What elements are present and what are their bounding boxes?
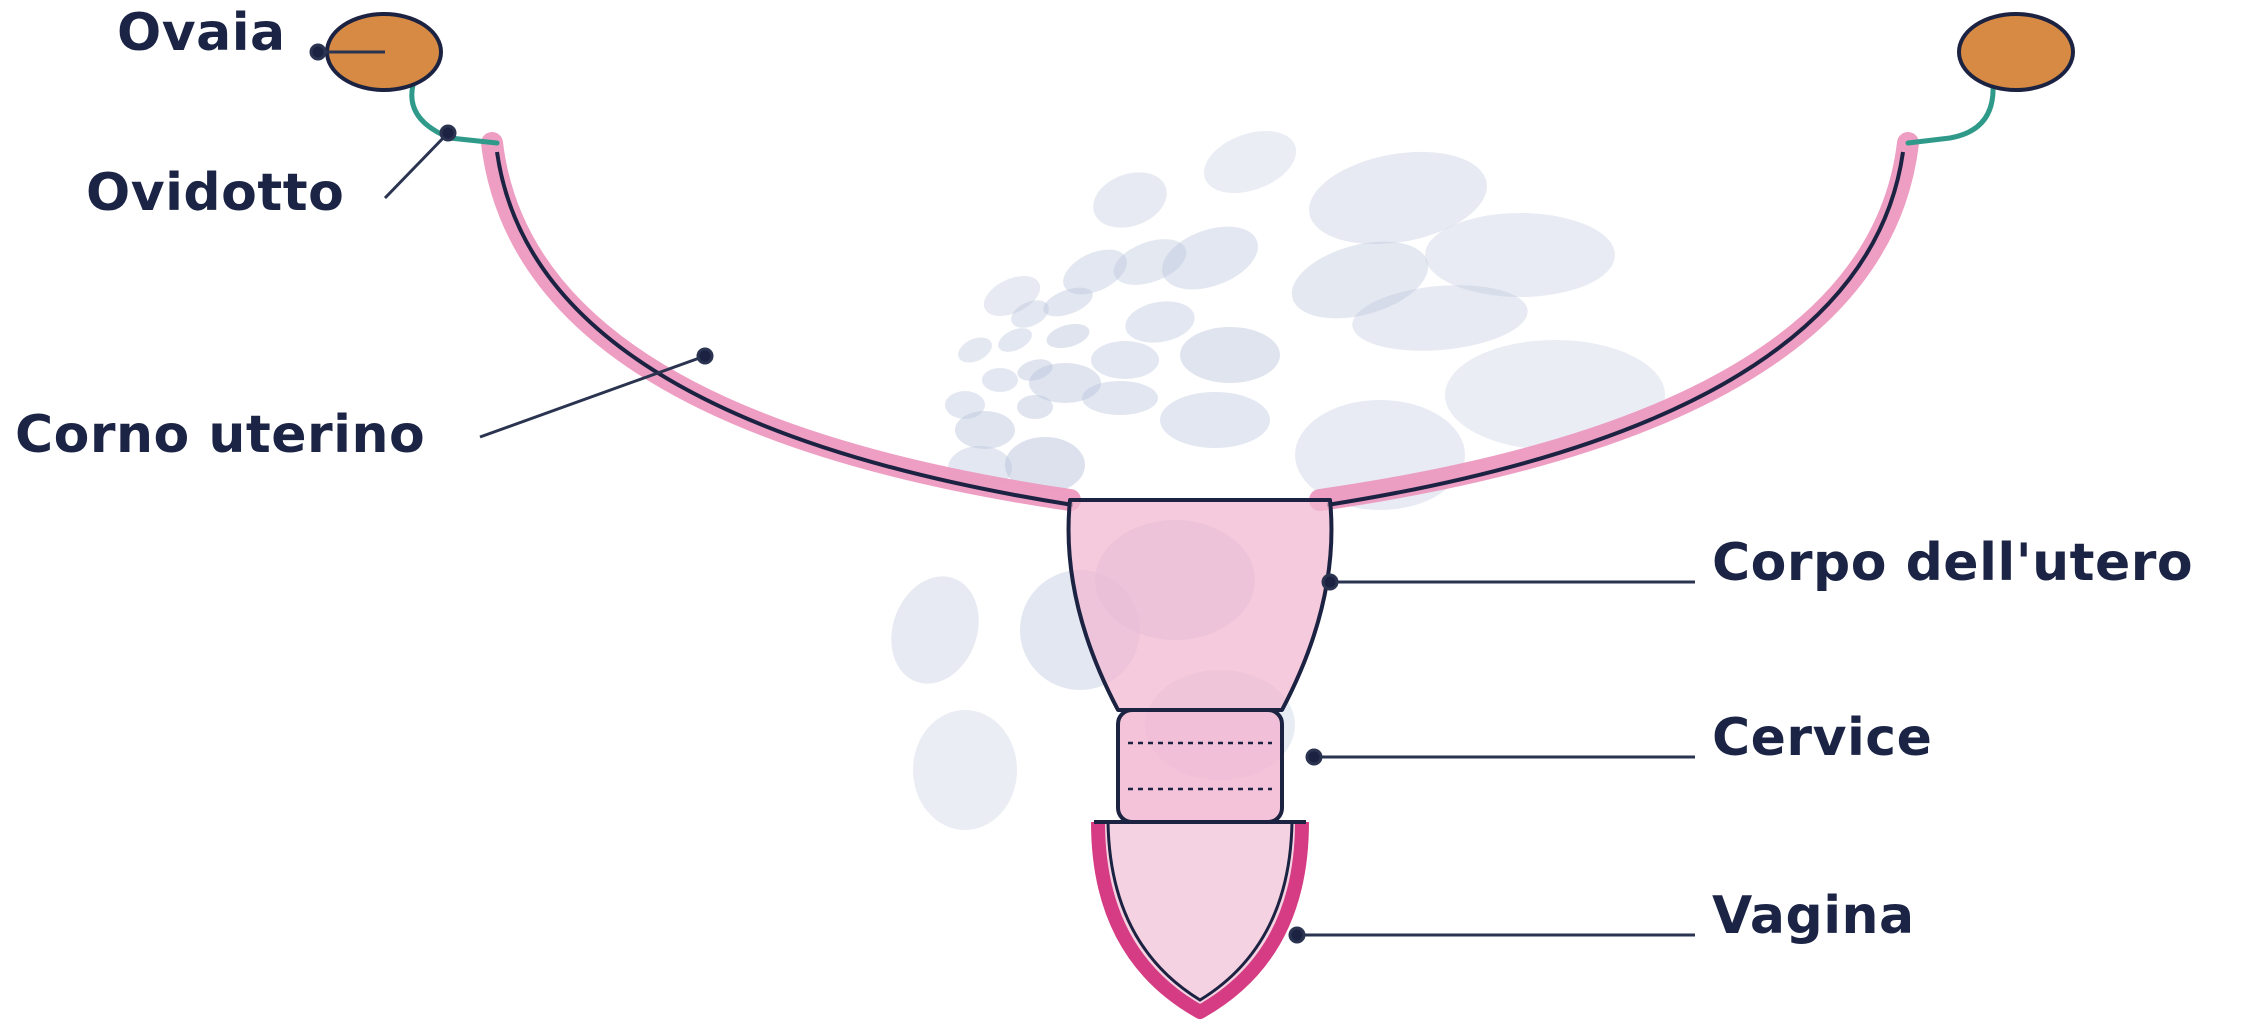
cervix-shape — [1118, 710, 1282, 822]
oviducts — [412, 85, 1993, 143]
label-ovary: Ovaia — [117, 3, 286, 63]
uterine-horns — [492, 143, 1908, 505]
label-cervix: Cervice — [1712, 708, 1932, 768]
right-ovary-icon — [1959, 14, 2073, 90]
label-vagina: Vagina — [1712, 886, 1915, 946]
uterine-body-shape — [1069, 500, 1332, 710]
label-uterine-horn: Corno uterino — [15, 405, 425, 465]
vagina-shape — [1094, 822, 1306, 1012]
ovaries — [327, 14, 2073, 90]
label-uterine-body: Corpo dell'utero — [1712, 533, 2193, 593]
label-oviduct: Ovidotto — [86, 163, 344, 223]
